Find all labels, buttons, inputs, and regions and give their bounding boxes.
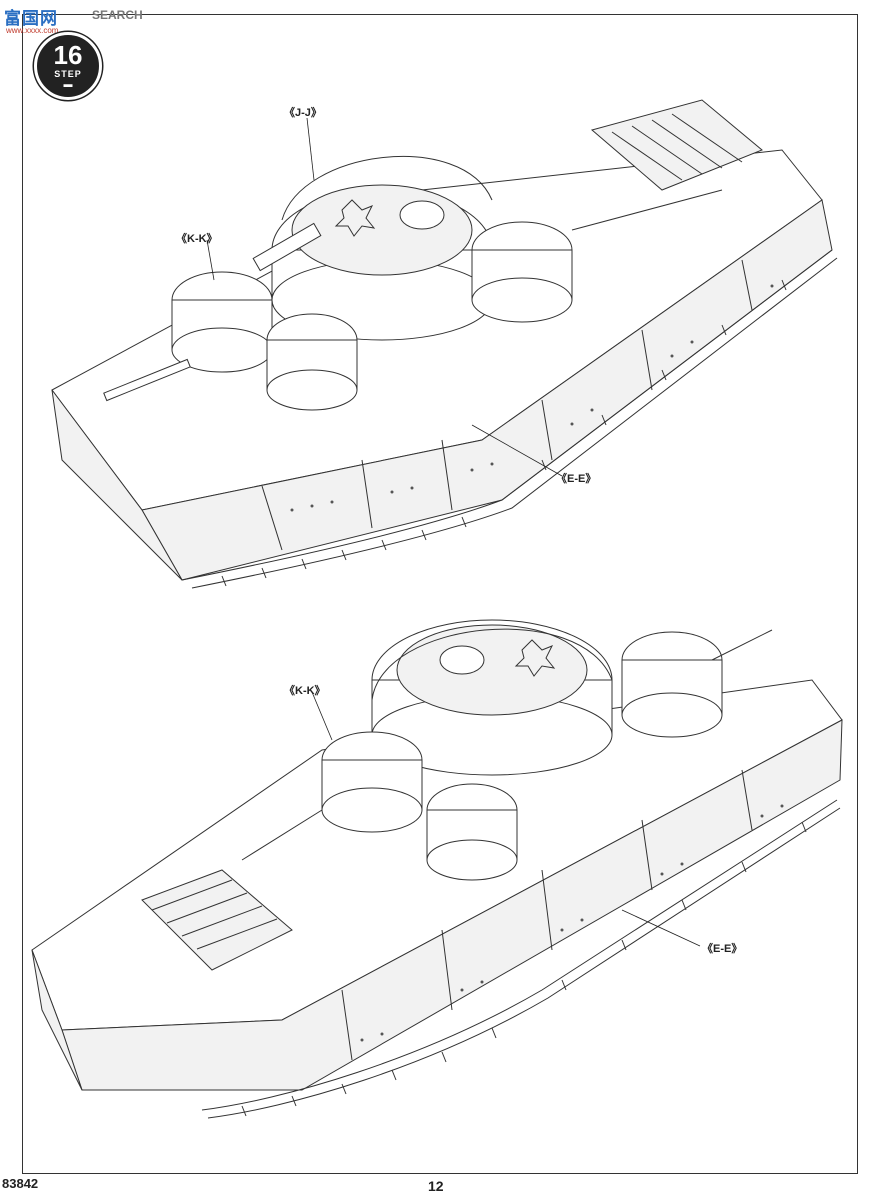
step-number: 16 [53, 40, 83, 70]
tank-drawing-top [51, 99, 838, 589]
watermark-search: SEARCH [92, 8, 143, 22]
callout-top-kk: 《K-K》 [176, 233, 218, 245]
callout-top-ee: 《E-E》 [556, 473, 597, 485]
callout-bottom-ee: 《E-E》 [702, 943, 743, 955]
step-label: STEP [54, 69, 82, 79]
callout-bottom-kk: 《K-K》 [284, 685, 326, 697]
tank-icon: ▬ [63, 79, 73, 89]
tank-drawing-bottom [31, 619, 843, 1119]
watermark-logo: 富国网 [4, 9, 58, 28]
watermark-url: www.xxxx.com [6, 26, 59, 35]
rivets-top [290, 284, 774, 512]
track-links-bottom [241, 821, 807, 1117]
rivets-bottom [360, 804, 784, 1042]
page-frame [22, 14, 858, 1174]
page-number: 12 [428, 1178, 444, 1194]
step-badge: 16 STEP ▬ [34, 32, 102, 100]
kit-code: 83842 [2, 1176, 39, 1191]
track-links-top [221, 279, 787, 587]
side-panels-bottom [341, 769, 753, 1061]
callout-top-jj: 《J-J》 [284, 107, 322, 119]
watermark: 富国网 SEARCH www.xxxx.com [2, 2, 172, 38]
side-panels-top [261, 259, 753, 551]
